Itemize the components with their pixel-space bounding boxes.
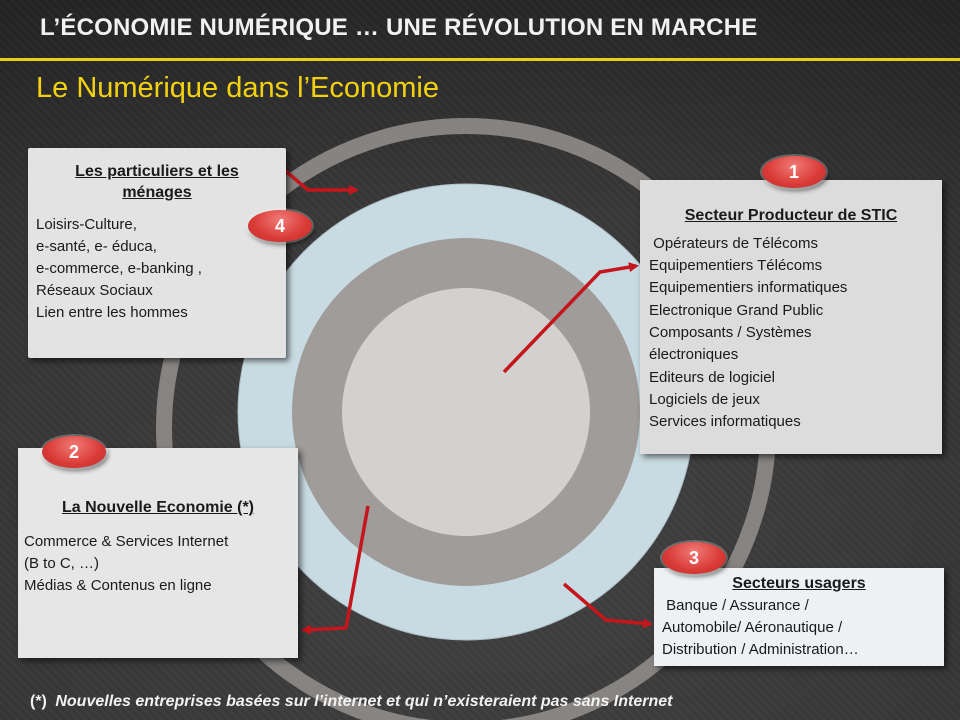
arrow-to-usagers — [562, 582, 653, 629]
list-item: Lien entre les hommes — [36, 303, 188, 321]
list-item: Distribution / Administration… — [662, 640, 859, 658]
arrow-to-center-from-particuliers — [280, 166, 359, 195]
list-item: Composants / Systèmes — [649, 323, 812, 341]
box-usagers-title: Secteurs usagers — [732, 575, 866, 592]
footnote: (*) Nouvelles entreprises basées sur l’i… — [30, 693, 672, 711]
box-particuliers-lines: Loisirs-Culture, e-santé, e- éduca, e-co… — [28, 204, 286, 324]
list-item: Logiciels de jeux — [649, 390, 760, 408]
box-usagers-lines: Banque / Assurance / Automobile/ Aéronau… — [654, 595, 944, 661]
title-underline — [0, 58, 960, 61]
list-item: Automobile/ Aéronautique / — [662, 618, 843, 636]
box-nouvelle-title: La Nouvelle Economie (*) — [61, 499, 255, 516]
list-item: Editeurs de logiciel — [649, 368, 775, 386]
arrow-to-nouvelle — [301, 505, 370, 635]
box-producteur-title: Secteur Producteur de STIC — [684, 207, 898, 224]
list-item: e-santé, e- éduca, — [36, 237, 157, 255]
number-badge-3: 3 — [662, 542, 726, 574]
list-item: Equipementiers Télécoms — [649, 257, 823, 275]
arrow-to-producteur — [502, 262, 639, 374]
number-badge-1: 1 — [762, 156, 826, 188]
box-nouvelle-economie: La Nouvelle Economie (*) Commerce & Serv… — [18, 448, 298, 658]
list-item: électroniques — [649, 346, 739, 364]
list-item: Réseaux Sociaux — [36, 281, 153, 299]
number-badge-4: 4 — [248, 210, 312, 242]
box-producteur: Secteur Producteur de STIC Opérateurs de… — [640, 180, 942, 454]
slide-subtitle: Le Numérique dans l’Economie — [36, 72, 439, 104]
list-item: Equipementiers informatiques — [649, 279, 848, 297]
footnote-text: Nouvelles entreprises basées sur l’inter… — [55, 693, 673, 710]
box-particuliers-title: Les particuliers et les ménages — [75, 163, 239, 201]
box-producteur-lines: Opérateurs de Télécoms Equipementiers Té… — [640, 227, 942, 434]
list-item: Médias & Contenus en ligne — [24, 576, 212, 594]
list-item: Banque / Assurance / — [662, 596, 809, 614]
number-badge-2: 2 — [42, 436, 106, 468]
list-item: Commerce & Services Internet — [24, 532, 229, 550]
list-item: Loisirs-Culture, — [36, 215, 137, 233]
list-item: (B to C, …) — [24, 554, 100, 572]
box-nouvelle-lines: Commerce & Services Internet (B to C, …)… — [18, 519, 298, 597]
slide-title: L’économie numérique … une révolution en… — [40, 14, 758, 41]
list-item: Services informatiques — [649, 413, 801, 431]
list-item: e-commerce, e-banking , — [36, 259, 202, 277]
list-item: Electronique Grand Public — [649, 301, 824, 319]
box-particuliers: Les particuliers et les ménages Loisirs-… — [28, 148, 286, 358]
footnote-mark: (*) — [30, 693, 47, 710]
inner-disc — [342, 288, 590, 536]
list-item: Opérateurs de Télécoms — [649, 234, 818, 252]
box-usagers: Secteurs usagers Banque / Assurance / Au… — [654, 568, 944, 666]
